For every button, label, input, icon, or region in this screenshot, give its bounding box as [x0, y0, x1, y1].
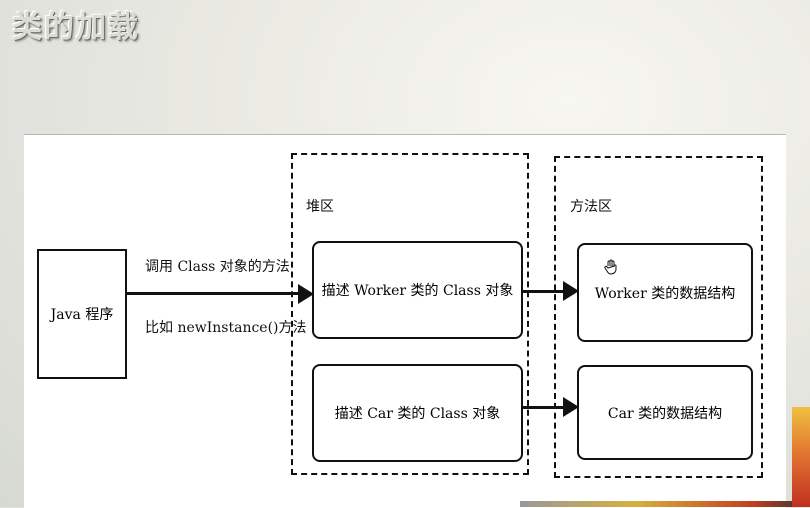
car-arrow-line: [523, 406, 565, 409]
worker-class-object-label: 描述 Worker 类的 Class 对象: [321, 283, 514, 299]
call-arrow-head: [298, 284, 314, 304]
java-program-label: Java 程序: [50, 307, 114, 323]
worker-arrow-head: [563, 281, 579, 301]
java-program-box: Java 程序: [37, 249, 127, 379]
car-class-object-label: 描述 Car 类的 Class 对象: [334, 406, 501, 422]
car-class-object-box: 描述 Car 类的 Class 对象: [312, 364, 523, 462]
heap-label: 堆区: [306, 199, 334, 215]
hand-cursor-icon: [603, 259, 619, 279]
bottom-decoration: [520, 501, 810, 507]
call-method-label: 调用 Class 对象的方法: [145, 259, 290, 275]
car-data-structure-box: Car 类的数据结构: [577, 365, 753, 460]
corner-decoration: [792, 407, 810, 507]
worker-arrow-line: [523, 290, 565, 293]
call-arrow-line: [127, 292, 299, 295]
car-arrow-head: [563, 397, 579, 417]
worker-class-object-box: 描述 Worker 类的 Class 对象: [312, 241, 523, 339]
new-instance-label: 比如 newInstance()方法: [145, 320, 307, 336]
worker-data-structure-label: Worker 类的数据结构: [594, 285, 736, 302]
worker-data-structure-box: Worker 类的数据结构: [577, 243, 753, 342]
heap-region: [291, 153, 529, 475]
method-area-region: [554, 156, 763, 478]
page-title: 类的加载: [12, 10, 140, 45]
method-area-label: 方法区: [570, 199, 612, 215]
car-data-structure-label: Car 类的数据结构: [607, 405, 723, 422]
